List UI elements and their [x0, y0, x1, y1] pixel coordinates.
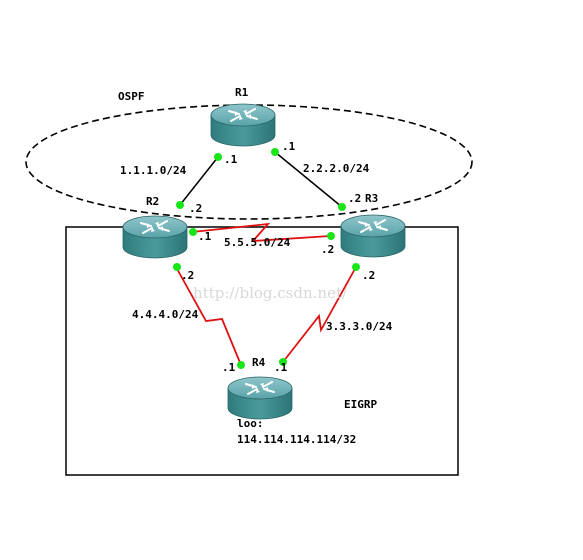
link-r1-r3: [274, 151, 343, 208]
network-r1-r2-label: 1.1.1.0/24: [120, 164, 187, 177]
interface-r2-to-r3: .1: [198, 230, 212, 243]
loopback-address: 114.114.114.114/32: [237, 433, 356, 446]
port-dot-r3-r4: [352, 263, 360, 271]
interface-r1-to-r2: .1: [224, 153, 238, 166]
interface-r3-to-r4: .2: [362, 269, 375, 282]
interface-r2-to-r4: .2: [181, 269, 194, 282]
interface-r3-to-r2: .2: [321, 243, 334, 256]
interface-r1-to-r3: .1: [282, 140, 296, 153]
port-dot-r4-r3: [279, 358, 287, 366]
link-r2-r3: [191, 222, 331, 243]
link-r3-r4: [282, 266, 357, 363]
router-r3[interactable]: [340, 214, 406, 258]
ospf-area-label: OSPF: [118, 90, 145, 103]
router-r4[interactable]: [227, 376, 293, 420]
port-dot-r4-r2: [237, 361, 245, 369]
port-dots: [173, 148, 360, 369]
network-r2-r3-label: 5.5.5.0/24: [224, 236, 291, 249]
port-dot-r1-r3: [271, 148, 279, 156]
watermark-text: http://blog.csdn.net/: [193, 284, 348, 302]
link-r1-r2: [179, 156, 219, 206]
port-dot-r2-r3: [189, 228, 197, 236]
network-r2-r4-label: 4.4.4.0/24: [132, 308, 199, 321]
interface-r4-to-r2: .1: [222, 361, 236, 374]
port-dot-r2-r1: [176, 201, 184, 209]
interface-r4-to-r3: .1: [274, 361, 288, 374]
eigrp-area-box: [65, 226, 459, 476]
router-r1-label: R1: [235, 86, 249, 99]
router-r1[interactable]: [210, 103, 276, 147]
port-dot-r3-r2: [327, 232, 335, 240]
eigrp-area-label: EIGRP: [344, 398, 377, 411]
router-r3-label: R3: [365, 192, 378, 205]
loopback-label: loo:: [237, 417, 264, 430]
network-r3-r4-label: 3.3.3.0/24: [326, 320, 393, 333]
router-r2[interactable]: [122, 215, 188, 259]
router-r2-label: R2: [146, 195, 159, 208]
interface-r2-to-r1: .2: [189, 202, 202, 215]
link-r2-r4: [175, 266, 242, 366]
network-r1-r3-label: 2.2.2.0/24: [303, 162, 370, 175]
port-dot-r1-r2: [214, 153, 222, 161]
port-dot-r2-r4: [173, 263, 181, 271]
interface-r3-to-r1: .2: [348, 192, 361, 205]
port-dot-r3-r1: [338, 203, 346, 211]
router-r4-label: R4: [252, 356, 266, 369]
